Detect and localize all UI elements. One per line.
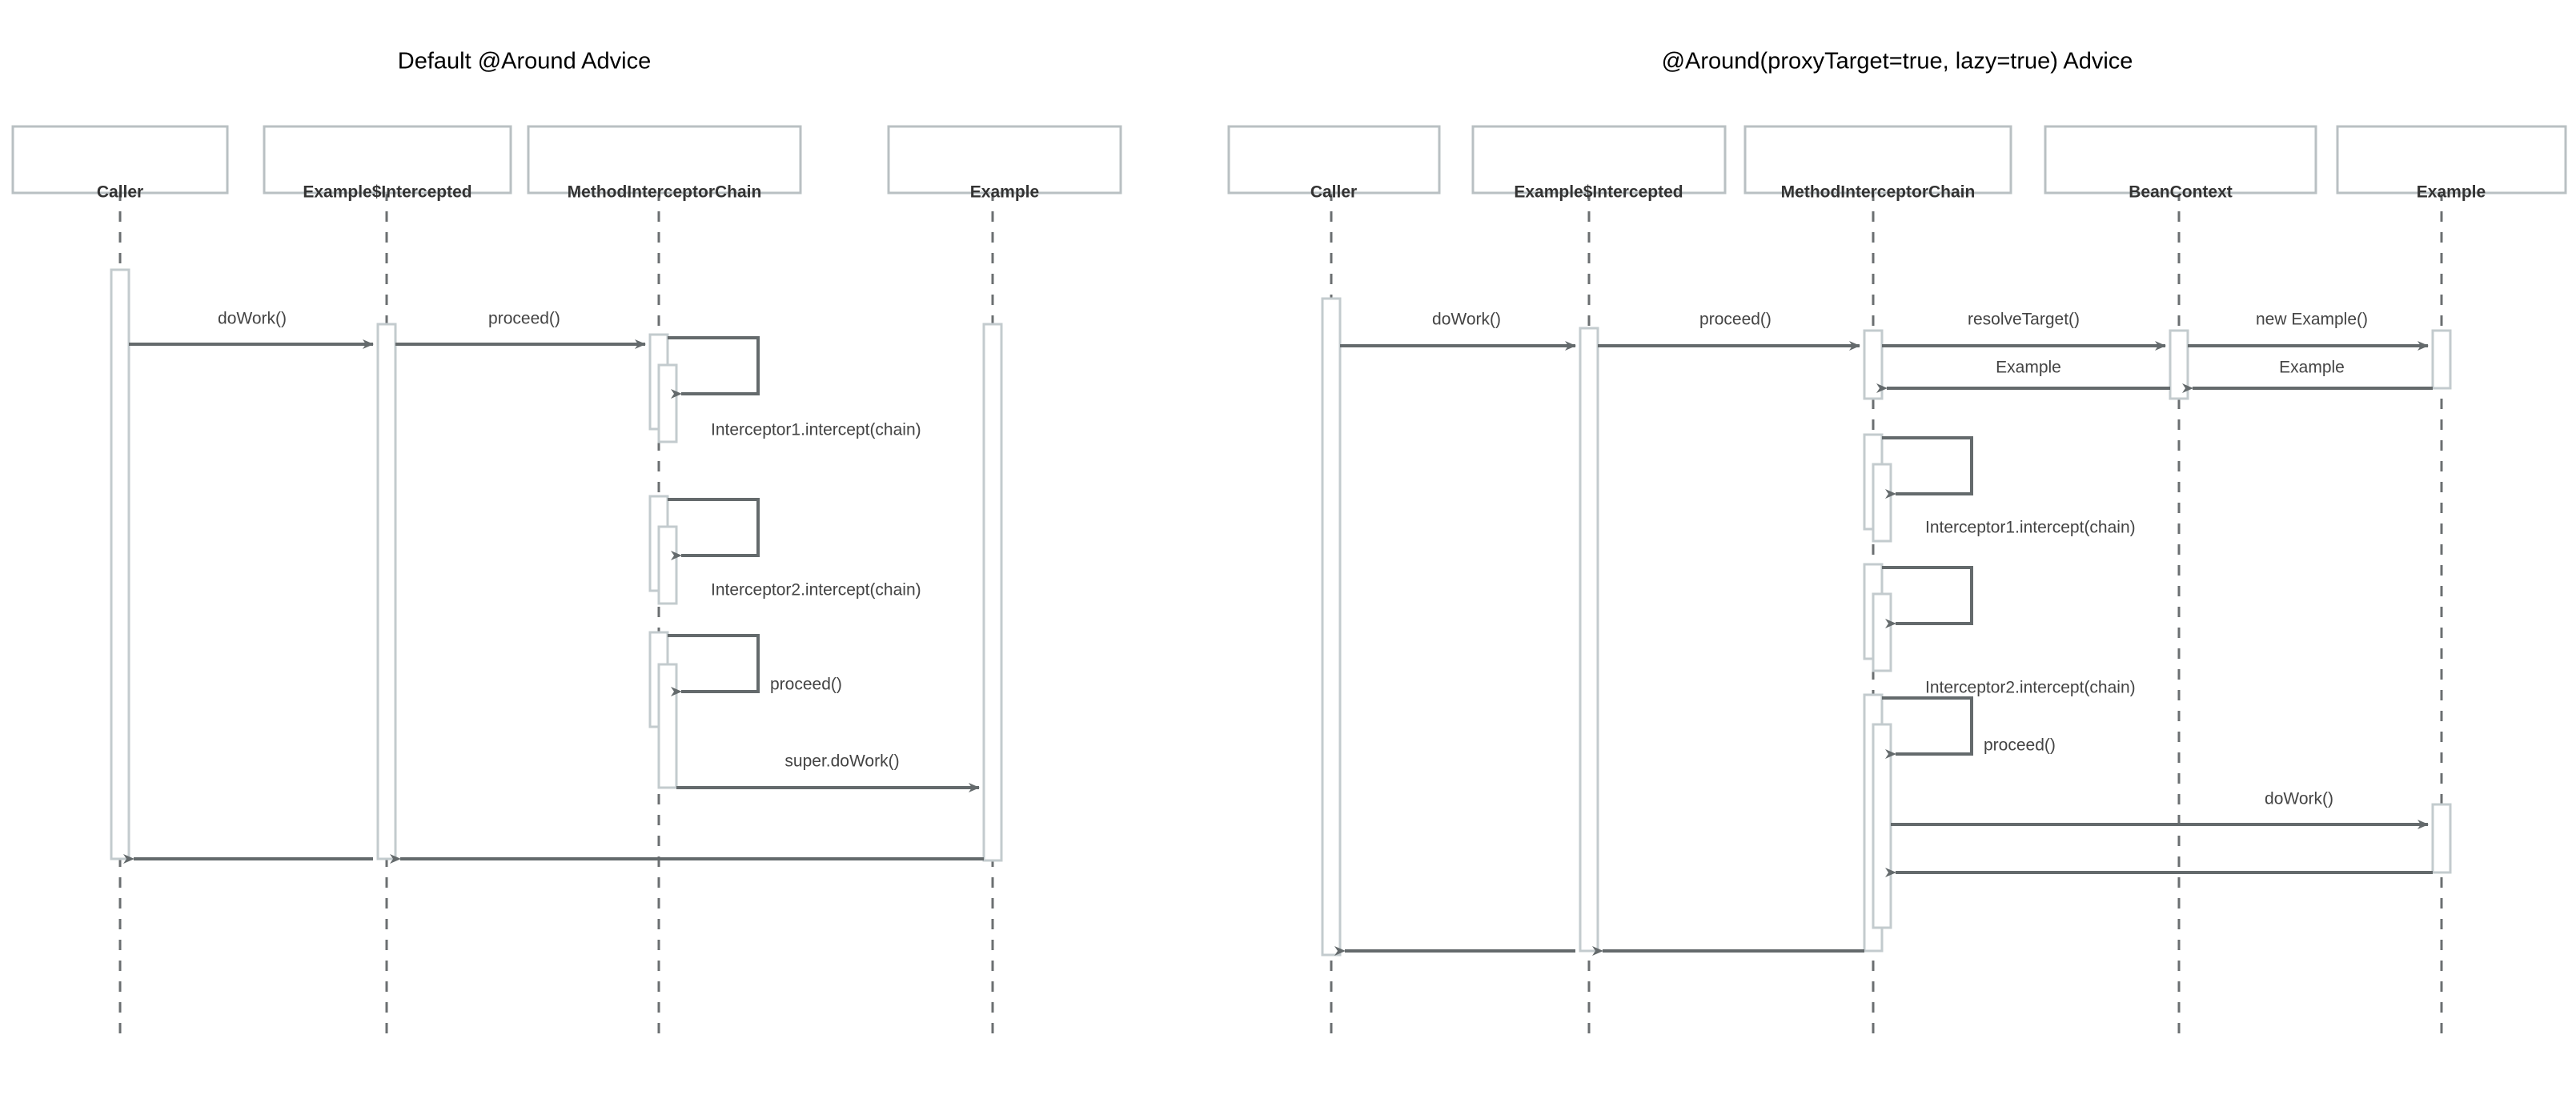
message-label-d1-interceptor1: Interceptor1.intercept(chain) bbox=[711, 421, 921, 439]
participant-label-chain-left: MethodInterceptorChain bbox=[568, 183, 762, 202]
message-label-d1-superdowork: super.doWork() bbox=[784, 752, 899, 771]
message-label-d1-interceptor2: Interceptor2.intercept(chain) bbox=[711, 581, 921, 600]
participant-box-chain-right bbox=[1743, 125, 2012, 195]
participant-box-example-intercepted-left bbox=[263, 125, 512, 195]
message-label-d2-interceptor1: Interceptor1.intercept(chain) bbox=[1925, 519, 2136, 537]
participant-label-example-intercepted-right: Example$Intercepted bbox=[1514, 183, 1683, 202]
activation-chain-left-1-nested bbox=[657, 363, 678, 443]
participant-label-example-left: Example bbox=[970, 183, 1039, 202]
activation-chain-left-3-nested bbox=[657, 663, 678, 789]
activation-example-right-new bbox=[2431, 329, 2452, 390]
message-label-d2-dowork: doWork() bbox=[1432, 311, 1501, 329]
self-arrow-d1-interceptor1 bbox=[668, 336, 760, 399]
self-arrow-d2-interceptor2 bbox=[1882, 566, 1973, 628]
message-label-d2-resolvetarget: resolveTarget() bbox=[1968, 311, 2080, 329]
participant-box-example-right bbox=[2336, 125, 2567, 195]
participant-box-example-intercepted-right bbox=[1471, 125, 1727, 195]
activation-chain-right-resolve bbox=[1863, 329, 1884, 400]
diagram-title-left: Default @Around Advice bbox=[398, 49, 651, 74]
activation-beancontext-right bbox=[2169, 329, 2189, 400]
message-label-d2-dowork-example: doWork() bbox=[2265, 790, 2333, 808]
message-label-d2-proceed: proceed() bbox=[1699, 311, 1772, 329]
self-arrow-d1-proceed-self bbox=[668, 634, 760, 696]
participant-label-beancontext-right: BeanContext bbox=[2129, 183, 2233, 202]
participant-box-beancontext-right bbox=[2044, 125, 2317, 195]
message-label-d2-example-ret2: Example bbox=[1996, 359, 2061, 377]
participant-label-chain-right: MethodInterceptorChain bbox=[1781, 183, 1976, 202]
self-arrow-d2-proceed-self bbox=[1882, 696, 1973, 759]
activation-chain-right-2-nested bbox=[1872, 592, 1892, 672]
self-arrow-d2-interceptor1 bbox=[1882, 436, 1973, 499]
participant-label-example-right: Example bbox=[2417, 183, 2486, 202]
activation-chain-right-3-nested bbox=[1872, 723, 1892, 929]
message-label-d2-example-ret1: Example bbox=[2279, 359, 2345, 377]
diagram-default-around-advice: Default @Around Advice Caller Example$In… bbox=[11, 49, 1122, 1037]
activation-chain-left-2-nested bbox=[657, 525, 678, 605]
self-arrow-d1-interceptor2 bbox=[668, 498, 760, 560]
message-label-d1-proceed: proceed() bbox=[488, 310, 560, 328]
message-label-d2-newexample: new Example() bbox=[2256, 311, 2368, 329]
activation-example-intercepted-left bbox=[376, 323, 397, 860]
participant-box-caller-left bbox=[11, 125, 229, 195]
participant-label-example-intercepted-left: Example$Intercepted bbox=[303, 183, 471, 202]
diagram-proxytarget-lazy-around-advice: @Around(proxyTarget=true, lazy=true) Adv… bbox=[1227, 49, 2567, 1037]
message-label-d2-proceed-self: proceed() bbox=[1984, 736, 2056, 755]
participant-label-caller-left: Caller bbox=[97, 183, 143, 202]
activation-caller-right bbox=[1321, 297, 1342, 957]
activation-example-left bbox=[982, 323, 1003, 862]
activation-caller-left bbox=[110, 268, 130, 860]
message-label-d2-interceptor2: Interceptor2.intercept(chain) bbox=[1925, 679, 2136, 697]
message-label-d1-dowork: doWork() bbox=[218, 310, 287, 328]
message-label-d1-proceed-self: proceed() bbox=[770, 676, 842, 694]
participant-box-chain-left bbox=[527, 125, 802, 195]
participant-box-caller-right bbox=[1227, 125, 1441, 195]
activation-example-right-dowork bbox=[2431, 803, 2452, 874]
activation-chain-right-1-nested bbox=[1872, 463, 1892, 543]
activation-example-intercepted-right bbox=[1579, 327, 1599, 953]
participant-box-example-left bbox=[887, 125, 1122, 195]
diagram-title-right: @Around(proxyTarget=true, lazy=true) Adv… bbox=[1662, 49, 2133, 74]
participant-label-caller-right: Caller bbox=[1310, 183, 1357, 202]
